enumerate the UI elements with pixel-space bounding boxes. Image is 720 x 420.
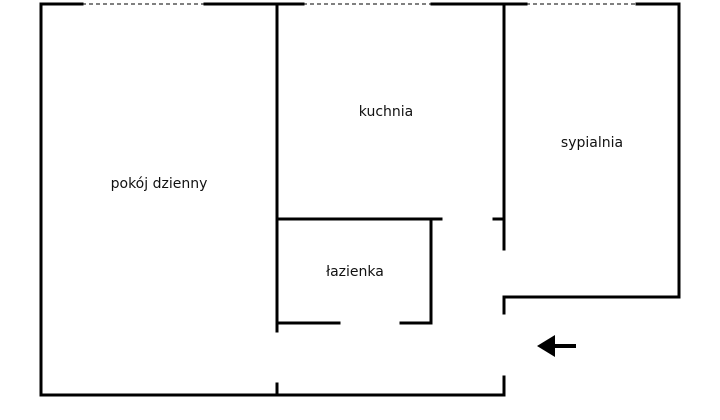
arrow-left-icon: [537, 335, 576, 357]
walls: [39, 2, 681, 397]
room-label-bedroom: sypialnia: [561, 135, 623, 151]
room-label-living-room: pokój dzienny: [111, 176, 208, 192]
room-label-bathroom: łazienka: [326, 264, 384, 280]
room-label-kitchen: kuchnia: [359, 104, 413, 120]
